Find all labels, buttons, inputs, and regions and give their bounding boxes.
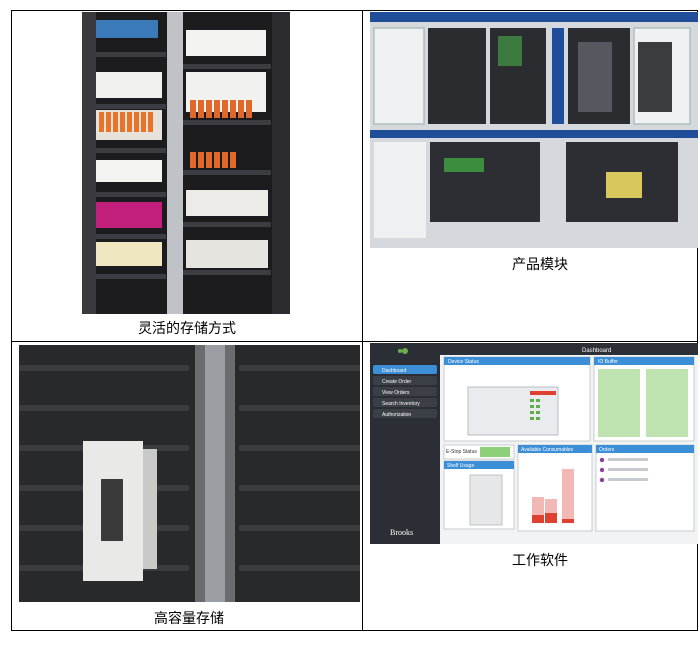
flexible-storage-photo: [82, 12, 290, 314]
grid-border-bottom: [11, 630, 698, 631]
high-capacity-storage-photo: [19, 345, 360, 602]
brooks-logo: Brooks: [390, 528, 413, 537]
grid-divider-horizontal: [11, 341, 698, 342]
grid-divider-vertical: [362, 10, 363, 631]
dashboard-title: Dashboard: [582, 348, 611, 354]
estop-label: E-Stop Status: [446, 449, 477, 455]
caption-high-capacity: 高容量存储: [154, 611, 224, 627]
panel-consumables-title: Available Consumables: [521, 447, 574, 453]
product-modules-photo: [370, 12, 698, 248]
grid-border-left: [11, 10, 12, 631]
figure-grid: [11, 10, 698, 631]
caption-product-modules: 产品模块: [512, 257, 568, 273]
nav-item-create-order[interactable]: Create Order: [382, 379, 412, 385]
panel-io-buffer-title: IO Buffer: [598, 359, 618, 365]
nav-item-authorization[interactable]: Authorization: [382, 412, 411, 418]
panel-device-status-title: Device Status: [448, 359, 479, 365]
panel-orders-title: Orders: [599, 447, 615, 453]
nav-item-dashboard[interactable]: Dashboard: [382, 368, 407, 374]
nav-item-view-orders[interactable]: View Orders: [382, 390, 410, 396]
software-dashboard-screenshot: Dashboard Dashboard Create Order View Or…: [370, 343, 698, 544]
grid-border-right: [697, 10, 698, 631]
caption-software: 工作软件: [512, 553, 568, 569]
caption-flexible-storage: 灵活的存储方式: [138, 321, 236, 337]
grid-border-top: [11, 10, 698, 11]
nav-item-search-inventory[interactable]: Search Inventory: [382, 401, 420, 407]
panel-shelf-usage-title: Shelf Usage: [447, 463, 474, 469]
